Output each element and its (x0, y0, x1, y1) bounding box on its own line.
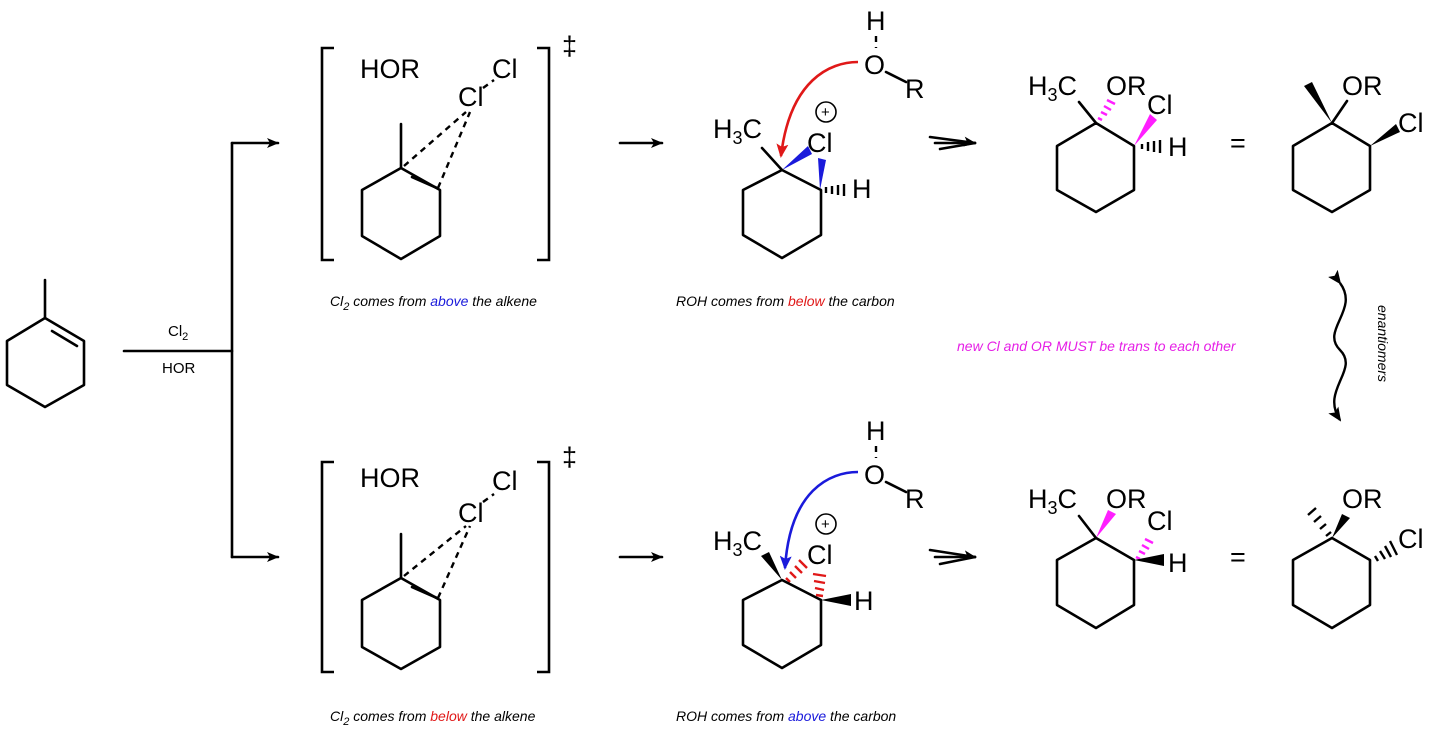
trans-note: new Cl and OR MUST be trans to each othe… (957, 338, 1237, 354)
caption-bottom-mid: ROH comes from above the carbon (676, 708, 896, 724)
or-product-bottom: OR (1106, 484, 1147, 514)
h-product-bottom: H (1168, 548, 1188, 578)
hor-label-bottom: HOR (360, 463, 420, 493)
multistep-arrow-top (928, 135, 977, 151)
or-redrawn-top: OR (1342, 71, 1383, 101)
bottom-chloronium: H O R H3C + Cl H (713, 416, 925, 670)
hor-label-top: HOR (360, 54, 420, 84)
h-chloronium-top: H (852, 174, 872, 204)
reagent-arrow: Cl2 HOR (122, 138, 280, 562)
r-top: R (905, 74, 925, 104)
dagger-bottom: ‡ (562, 442, 577, 472)
cl-label-bottom-inner: Cl (458, 498, 484, 528)
h3c-product-top: H3C (1028, 71, 1077, 105)
h-product-top: H (1168, 132, 1188, 162)
or-redrawn-bottom: OR (1342, 484, 1383, 514)
cl-label-top-inner: Cl (458, 82, 484, 112)
caption-bottom-left: Cl2 comes from below the alkene (330, 708, 536, 728)
or-product-top: OR (1106, 71, 1147, 101)
bottom-transition-state: ‡ HOR Cl Cl (320, 442, 577, 674)
top-chloronium: H O R H3C + Cl H (713, 6, 925, 260)
equals-bottom: = (1230, 542, 1246, 572)
h3c-bottom: H3C (713, 526, 762, 560)
plus-top: + (821, 104, 830, 121)
dagger-top: ‡ (562, 31, 577, 61)
h-chloronium-bottom: H (854, 586, 874, 616)
caption-top-mid: ROH comes from below the carbon (676, 293, 895, 309)
o-top: O (864, 50, 885, 80)
h3c-product-bottom: H3C (1028, 484, 1077, 518)
enantiomers-label: enantiomers (1375, 305, 1391, 382)
h-hydroxyl-top: H (866, 6, 886, 36)
caption-top-left: Cl2 comes from above the alkene (330, 293, 537, 313)
cl-redrawn-bottom: Cl (1398, 524, 1424, 554)
h-hydroxyl-bottom: H (866, 416, 886, 446)
cl-redrawn-top: Cl (1398, 108, 1424, 138)
reagent-cl2: Cl2 (168, 323, 188, 343)
top-transition-state: ‡ HOR Cl Cl (320, 31, 577, 262)
enantiomer-arrow: enantiomers (1328, 269, 1391, 422)
plus-bottom: + (821, 516, 830, 533)
h3c-top: H3C (713, 114, 762, 148)
bottom-product-redrawn: OR Cl (1291, 484, 1424, 630)
top-product-redrawn: OR Cl (1291, 71, 1424, 214)
r-bottom: R (905, 484, 925, 514)
multistep-arrow-bottom (928, 548, 977, 566)
cl-chloronium-bottom: Cl (807, 540, 833, 570)
equals-top: = (1230, 128, 1246, 158)
starting-alkene (5, 278, 86, 409)
cl-product-top: Cl (1147, 90, 1173, 120)
top-product: H3C OR Cl H (1028, 71, 1188, 214)
o-bottom: O (864, 460, 885, 490)
cl-product-bottom: Cl (1147, 506, 1173, 536)
cl-label-top-outer: Cl (492, 54, 518, 84)
reagent-hor: HOR (162, 360, 196, 377)
cl-label-bottom-outer: Cl (492, 466, 518, 496)
bottom-product: H3C OR Cl H (1028, 484, 1188, 630)
